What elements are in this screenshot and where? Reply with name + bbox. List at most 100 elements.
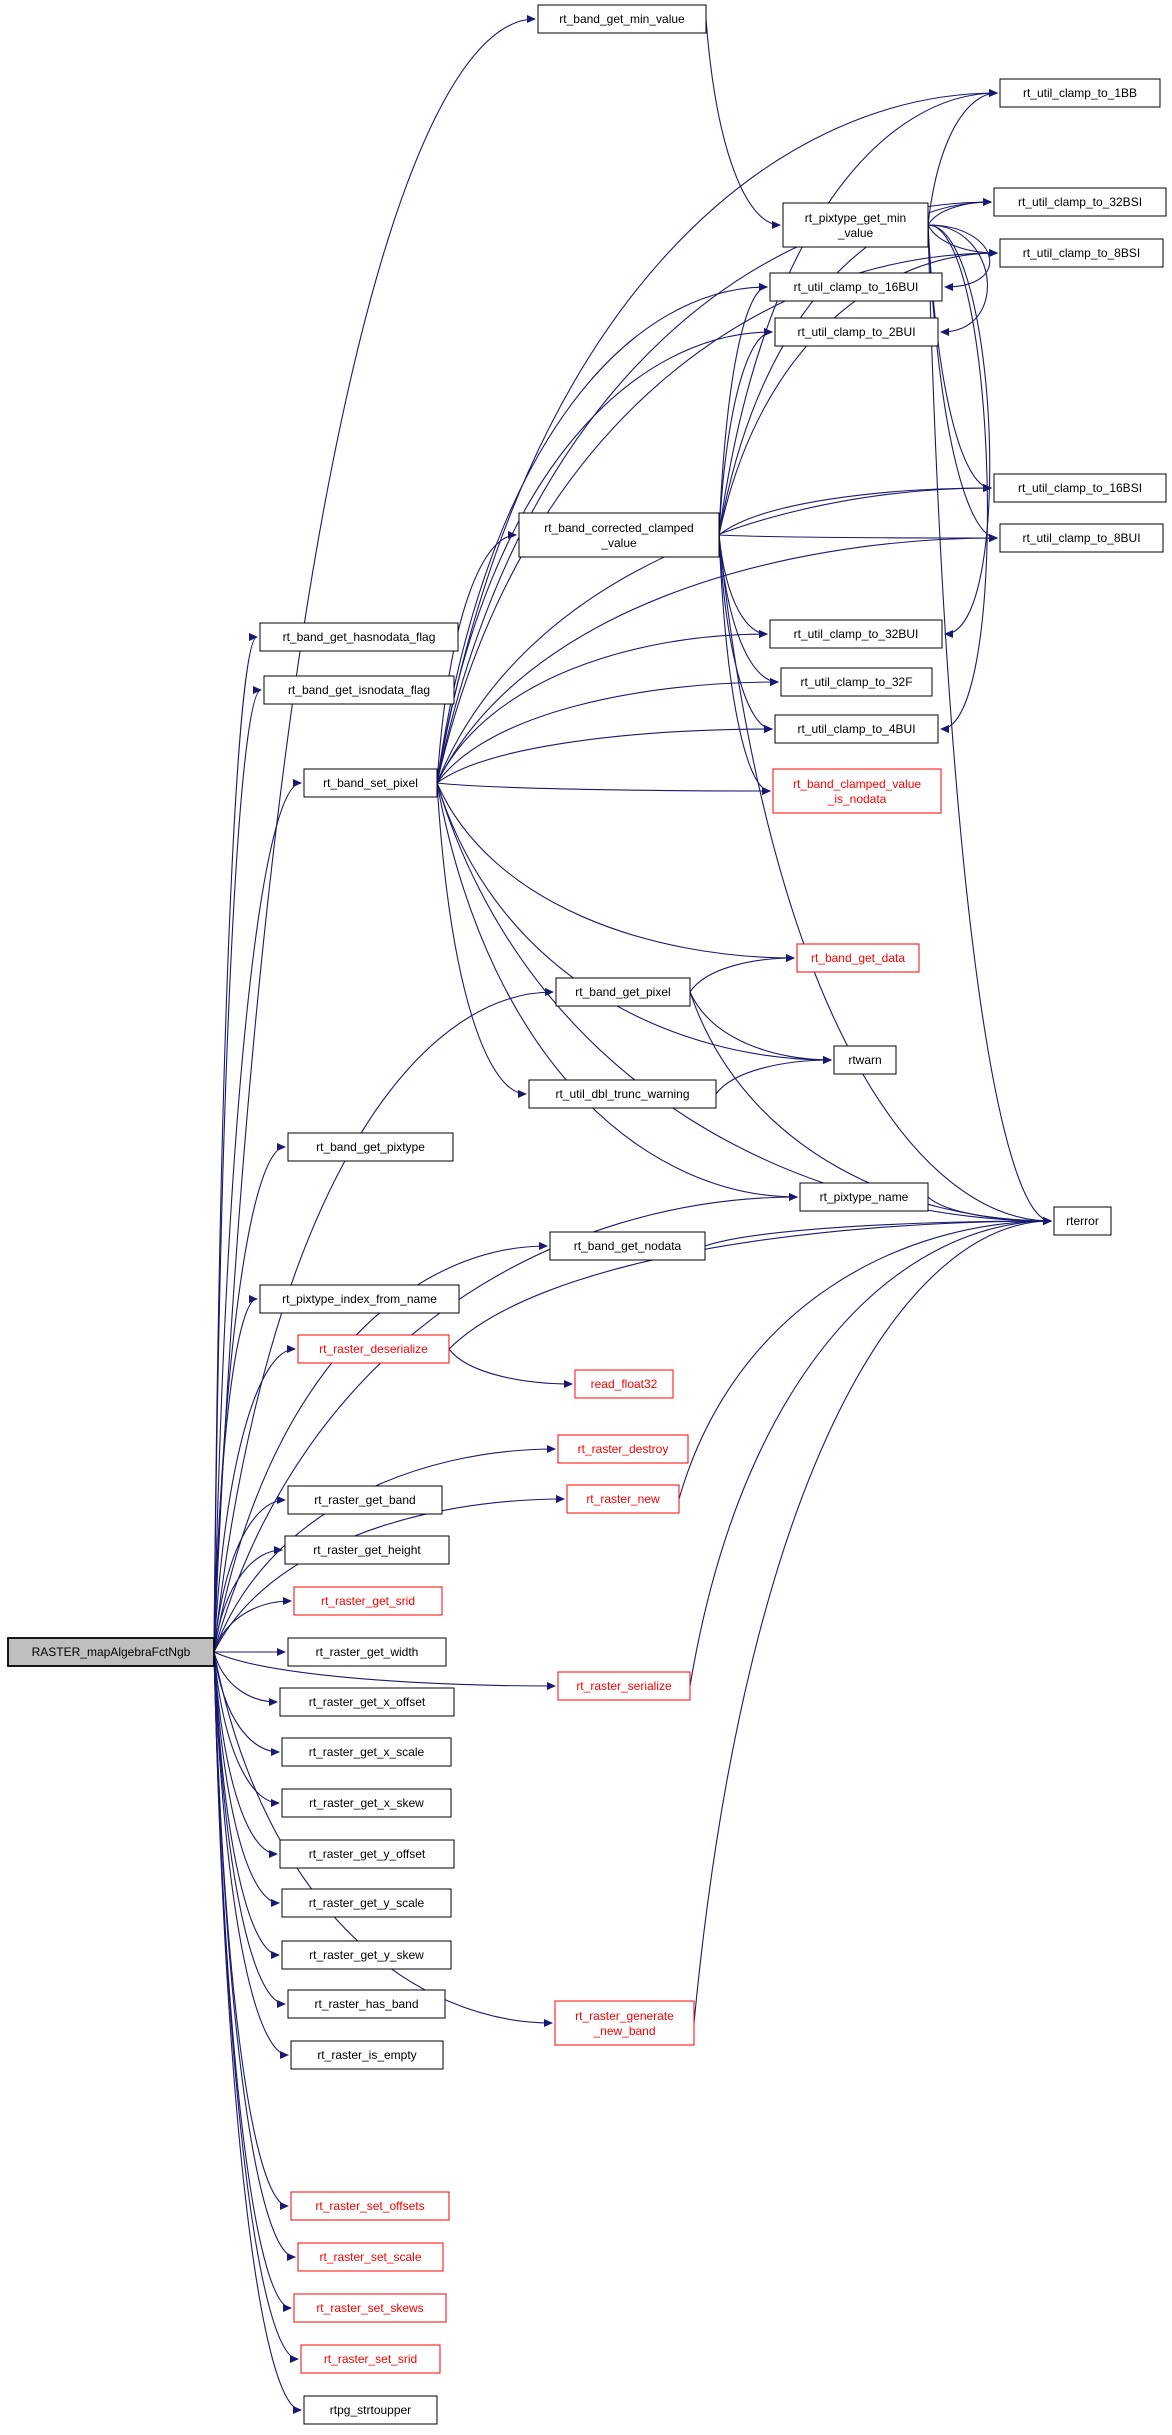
graph-node-box-rterror[interactable] [1053,1206,1112,1236]
graph-node-raster_has_band[interactable]: rt_raster_has_band [287,1989,446,2019]
graph-node-box-band_get_hasnodata_flag[interactable] [259,622,459,652]
graph-node-raster_set_skews[interactable]: rt_raster_set_skews [293,2293,447,2323]
graph-node-band_set_pixel[interactable]: rt_band_set_pixel [303,768,438,798]
graph-node-box-raster_new[interactable] [566,1484,680,1514]
graph-node-box-band_get_data[interactable] [796,943,920,973]
graph-node-box-raster_get_band[interactable] [287,1485,443,1515]
graph-node-raster_set_scale[interactable]: rt_raster_set_scale [297,2242,444,2272]
graph-node-band_get_hasnodata_flag[interactable]: rt_band_get_hasnodata_flag [259,622,459,652]
graph-node-box-raster_set_scale[interactable] [297,2242,444,2272]
graph-node-band_get_pixel[interactable]: rt_band_get_pixel [555,977,691,1007]
graph-node-box-dbl_trunc_warning[interactable] [528,1079,717,1109]
graph-node-raster_deserialize[interactable]: rt_raster_deserialize [297,1334,450,1364]
graph-node-box-pixtype_get_min_value[interactable] [782,202,929,248]
graph-node-box-rtpg_strtoupper[interactable] [303,2395,438,2425]
graph-node-rtwarn[interactable]: rtwarn [833,1045,897,1075]
graph-node-box-raster_get_width[interactable] [287,1637,447,1667]
graph-node-raster_get_x_scale[interactable]: rt_raster_get_x_scale [281,1737,452,1767]
graph-node-clamp_4BUI[interactable]: rt_util_clamp_to_4BUI [774,714,939,744]
graph-node-box-clamp_32BSI[interactable] [993,187,1167,217]
graph-node-raster_get_y_offset[interactable]: rt_raster_get_y_offset [279,1839,455,1869]
graph-node-box-band_corrected_clamped_value[interactable] [518,512,720,558]
graph-node-clamp_8BSI[interactable]: rt_util_clamp_to_8BSI [999,238,1164,268]
graph-node-clamp_16BUI[interactable]: rt_util_clamp_to_16BUI [769,272,943,302]
graph-node-band_get_nodata[interactable]: rt_band_get_nodata [549,1231,706,1261]
graph-node-box-raster_set_srid[interactable] [300,2344,441,2374]
graph-node-raster_get_srid[interactable]: rt_raster_get_srid [293,1586,443,1616]
graph-node-band_get_pixtype[interactable]: rt_band_get_pixtype [287,1132,454,1162]
graph-node-band_clamped_value_is_nodata[interactable]: rt_band_clamped_value_is_nodata [772,768,942,814]
graph-node-box-raster_get_x_scale[interactable] [281,1737,452,1767]
graph-node-rterror[interactable]: rterror [1053,1206,1112,1236]
graph-node-box-raster_generate_new_band[interactable] [554,2000,695,2046]
graph-node-box-band_get_pixel[interactable] [555,977,691,1007]
graph-node-box-pixtype_index_from_name[interactable] [259,1284,460,1314]
graph-node-raster_get_x_skew[interactable]: rt_raster_get_x_skew [281,1788,452,1818]
graph-node-main[interactable]: RASTER_mapAlgebraFctNgb [7,1637,215,1667]
graph-node-clamp_1BB[interactable]: rt_util_clamp_to_1BB [999,78,1161,108]
graph-node-read_float32[interactable]: read_float32 [574,1369,674,1399]
graph-node-box-clamp_1BB[interactable] [999,78,1161,108]
graph-node-box-raster_serialize[interactable] [557,1671,691,1701]
graph-node-dbl_trunc_warning[interactable]: rt_util_dbl_trunc_warning [528,1079,717,1109]
graph-node-box-raster_set_offsets[interactable] [290,2191,450,2221]
graph-node-box-band_get_min_value[interactable] [537,4,707,34]
graph-node-box-raster_get_y_scale[interactable] [281,1888,452,1918]
graph-node-box-clamp_32BUI[interactable] [769,619,943,649]
graph-node-clamp_8BUI[interactable]: rt_util_clamp_to_8BUI [999,523,1164,553]
graph-node-box-raster_get_height[interactable] [284,1535,450,1565]
graph-node-box-raster_destroy[interactable] [557,1434,689,1464]
graph-node-box-band_get_nodata[interactable] [549,1231,706,1261]
graph-node-box-clamp_16BUI[interactable] [769,272,943,302]
graph-node-box-raster_set_skews[interactable] [293,2293,447,2323]
graph-node-pixtype_index_from_name[interactable]: rt_pixtype_index_from_name [259,1284,460,1314]
graph-node-clamp_2BUI[interactable]: rt_util_clamp_to_2BUI [774,317,939,347]
graph-node-box-raster_has_band[interactable] [287,1989,446,2019]
graph-node-raster_set_offsets[interactable]: rt_raster_set_offsets [290,2191,450,2221]
graph-node-raster_generate_new_band[interactable]: rt_raster_generate_new_band [554,2000,695,2046]
graph-node-box-read_float32[interactable] [574,1369,674,1399]
graph-node-raster_destroy[interactable]: rt_raster_destroy [557,1434,689,1464]
graph-node-box-raster_get_y_skew[interactable] [281,1940,452,1970]
graph-node-box-raster_is_empty[interactable] [290,2040,444,2070]
graph-node-box-clamp_8BSI[interactable] [999,238,1164,268]
graph-node-raster_get_width[interactable]: rt_raster_get_width [287,1637,447,1667]
graph-node-raster_get_height[interactable]: rt_raster_get_height [284,1535,450,1565]
graph-node-box-main[interactable] [7,1637,215,1667]
graph-node-raster_get_y_scale[interactable]: rt_raster_get_y_scale [281,1888,452,1918]
graph-node-clamp_32BUI[interactable]: rt_util_clamp_to_32BUI [769,619,943,649]
graph-node-raster_new[interactable]: rt_raster_new [566,1484,680,1514]
graph-node-box-pixtype_name[interactable] [799,1182,929,1212]
graph-node-box-raster_get_x_offset[interactable] [279,1687,455,1717]
graph-node-band_corrected_clamped_value[interactable]: rt_band_corrected_clamped_value [518,512,720,558]
graph-node-raster_is_empty[interactable]: rt_raster_is_empty [290,2040,444,2070]
graph-node-rtpg_strtoupper[interactable]: rtpg_strtoupper [303,2395,438,2425]
graph-node-band_get_isnodata_flag[interactable]: rt_band_get_isnodata_flag [263,675,455,705]
graph-node-clamp_32F[interactable]: rt_util_clamp_to_32F [780,667,933,697]
graph-node-box-raster_deserialize[interactable] [297,1334,450,1364]
graph-node-box-clamp_2BUI[interactable] [774,317,939,347]
graph-node-band_get_data[interactable]: rt_band_get_data [796,943,920,973]
graph-node-box-clamp_4BUI[interactable] [774,714,939,744]
graph-node-box-raster_get_x_skew[interactable] [281,1788,452,1818]
graph-node-raster_set_srid[interactable]: rt_raster_set_srid [300,2344,441,2374]
graph-node-box-raster_get_y_offset[interactable] [279,1839,455,1869]
graph-node-box-raster_get_srid[interactable] [293,1586,443,1616]
graph-node-raster_get_x_offset[interactable]: rt_raster_get_x_offset [279,1687,455,1717]
graph-node-pixtype_name[interactable]: rt_pixtype_name [799,1182,929,1212]
graph-node-raster_get_y_skew[interactable]: rt_raster_get_y_skew [281,1940,452,1970]
graph-node-box-clamp_8BUI[interactable] [999,523,1164,553]
graph-node-box-band_clamped_value_is_nodata[interactable] [772,768,942,814]
graph-node-box-band_get_isnodata_flag[interactable] [263,675,455,705]
graph-node-box-rtwarn[interactable] [833,1045,897,1075]
graph-node-box-band_get_pixtype[interactable] [287,1132,454,1162]
graph-node-clamp_16BSI[interactable]: rt_util_clamp_to_16BSI [993,473,1167,503]
graph-node-box-band_set_pixel[interactable] [303,768,438,798]
graph-node-box-clamp_32F[interactable] [780,667,933,697]
graph-node-raster_serialize[interactable]: rt_raster_serialize [557,1671,691,1701]
graph-node-raster_get_band[interactable]: rt_raster_get_band [287,1485,443,1515]
graph-node-clamp_32BSI[interactable]: rt_util_clamp_to_32BSI [993,187,1167,217]
graph-node-band_get_min_value[interactable]: rt_band_get_min_value [537,4,707,34]
graph-node-box-clamp_16BSI[interactable] [993,473,1167,503]
graph-node-pixtype_get_min_value[interactable]: rt_pixtype_get_min_value [782,202,929,248]
